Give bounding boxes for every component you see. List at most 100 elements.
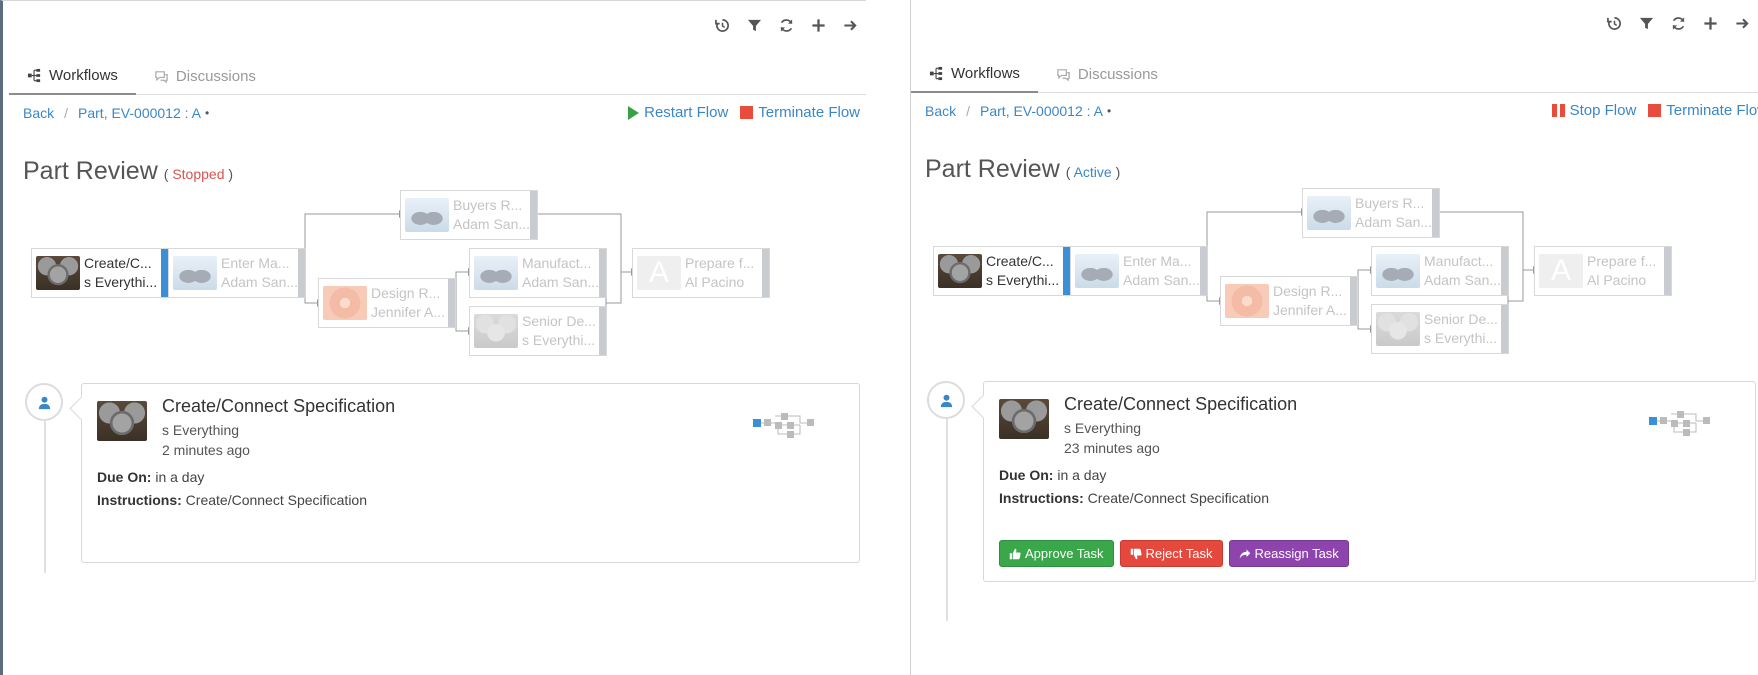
tab-discussions[interactable]: Discussions [1038,55,1176,93]
flow-node-enter[interactable]: Enter Ma...Adam San... [1070,246,1208,296]
status-paren-close: ) [228,166,234,182]
tab-label: Discussions [175,67,256,85]
task-actions: Approve Task Reject Task Reassign Task [999,540,1349,567]
refresh-icon[interactable] [1666,11,1690,35]
approve-task-button[interactable]: Approve Task [999,540,1114,567]
filter-icon[interactable] [1634,11,1658,35]
flow-node-create[interactable]: Create/C...s Everythi... [933,246,1071,296]
thumbs-down-icon [1130,548,1142,559]
tab-label: Workflows [49,66,118,84]
reject-task-button[interactable]: Reject Task [1119,540,1223,567]
restart-flow-button[interactable]: Restart Flow [628,104,728,121]
arrow-right-icon[interactable] [1730,11,1754,35]
tab-label: Workflows [951,64,1020,82]
flow-node-senior[interactable]: Senior De...s Everythi... [469,306,607,356]
stop-flow-button[interactable]: Stop Flow [1551,102,1636,119]
flow-node-prepare[interactable]: A Prepare f... Al Pacino [632,248,770,298]
flow-node-prepare[interactable]: A Prepare f...Al Pacino [1534,246,1672,296]
node-title: Enter Ma... [221,255,290,271]
breadcrumb-separator: / [64,105,69,121]
timeline-marker [927,381,965,419]
breadcrumb-item[interactable]: Part, EV-000012 : A [78,105,201,121]
flow-node-manufact[interactable]: Manufact...Adam San... [1371,246,1509,296]
tab-workflows[interactable]: Workflows [9,57,136,95]
page-title: Part Review ( Stopped ) [23,157,233,186]
button-label: Reject Task [1145,546,1213,561]
terminate-flow-button[interactable]: Terminate Flow [1648,102,1758,119]
breadcrumb-item[interactable]: Part, EV-000012 : A [980,103,1103,119]
avatar: A [637,256,681,290]
task-timeline: Create/Connect Specification s Everythin… [927,381,1756,621]
breadcrumb: Back / Part, EV-000012 : A • [925,103,1111,119]
node-user: Adam San... [1355,214,1433,230]
breadcrumb-back[interactable]: Back [23,105,55,121]
tab-workflows[interactable]: Workflows [911,55,1038,93]
timeline-line [44,421,46,573]
instructions-value: Create/Connect Specification [1087,490,1269,506]
node-user: Adam San... [1424,272,1502,288]
node-user: s Everythi... [84,274,158,290]
flow-node-buyers[interactable]: Buyers R...Adam San... [400,190,538,240]
button-label: Reassign Task [1254,546,1339,561]
add-icon[interactable] [806,13,830,37]
flow-actions: Stop Flow Terminate Flow [1551,102,1758,119]
flow-node-design[interactable]: Design R... Jennifer A... [1220,276,1358,326]
avatar [1225,284,1269,318]
refresh-icon[interactable] [774,13,798,37]
node-user: s Everythi... [1424,330,1498,346]
instructions-row: Instructions: Create/Connect Specificati… [97,492,367,508]
node-status-bar [1432,189,1439,237]
node-user: Jennifer A... [1273,302,1347,318]
flow-node-senior[interactable]: Senior De... s Everythi... [1371,304,1509,354]
arrow-right-icon[interactable] [838,13,862,37]
comments-icon [1057,68,1070,81]
node-title: Enter Ma... [1123,253,1192,269]
flow-node-enter[interactable]: Enter Ma...Adam San... [168,248,306,298]
avatar [1075,254,1119,288]
status-paren-open: ( [1065,164,1071,180]
node-title: Design R... [1273,283,1343,299]
node-title: Senior De... [522,313,596,329]
mini-flow-icon [753,413,814,438]
terminate-flow-button[interactable]: Terminate Flow [740,104,860,121]
task-user: s Everything [1064,420,1142,436]
flow-actions: Restart Flow Terminate Flow [628,104,860,121]
workflow-diagram: Create/C...s Everythi... Enter Ma...Adam… [933,188,1758,399]
status-badge: Active [1073,164,1112,180]
node-title: Design R... [371,285,441,301]
task-time: 2 minutes ago [162,442,250,458]
button-label: Approve Task [1025,546,1104,561]
avatar [938,254,982,288]
history-icon[interactable] [710,13,734,37]
node-title: Prepare f... [685,255,755,271]
history-icon[interactable] [1602,11,1626,35]
node-status-bar [448,279,455,327]
status-paren-close: ) [1115,164,1121,180]
due-row: Due On: in a day [97,469,204,485]
pause-icon [1551,104,1565,117]
task-timeline: Create/Connect Specification s Everythin… [25,383,860,573]
action-label: Restart Flow [644,104,729,121]
breadcrumb-back[interactable]: Back [925,103,957,119]
node-title: Senior De... [1424,311,1498,327]
add-icon[interactable] [1698,11,1722,35]
stop-icon [740,106,754,119]
tab-discussions[interactable]: Discussions [136,57,274,95]
breadcrumb-dot: • [1107,104,1112,118]
avatar [474,314,518,348]
node-user: Al Pacino [685,274,745,290]
reassign-task-button[interactable]: Reassign Task [1228,540,1349,567]
avatar-letter: A [648,256,669,289]
flow-node-buyers[interactable]: Buyers R...Adam San... [1302,188,1440,238]
filter-icon[interactable] [742,13,766,37]
node-title: Buyers R... [453,197,523,213]
avatar: A [1539,254,1583,288]
flow-node-manufact[interactable]: Manufact...Adam San... [469,248,607,298]
flow-node-create[interactable]: Create/C...s Everythi... [31,248,169,298]
play-icon [628,105,640,120]
workflow-name: Part Review [925,155,1060,183]
flow-node-design[interactable]: Design R...Jennifer A... [318,278,456,328]
instructions-label: Instructions: [97,492,182,508]
mini-flow-icon [1649,411,1710,436]
instructions-label: Instructions: [999,490,1084,506]
